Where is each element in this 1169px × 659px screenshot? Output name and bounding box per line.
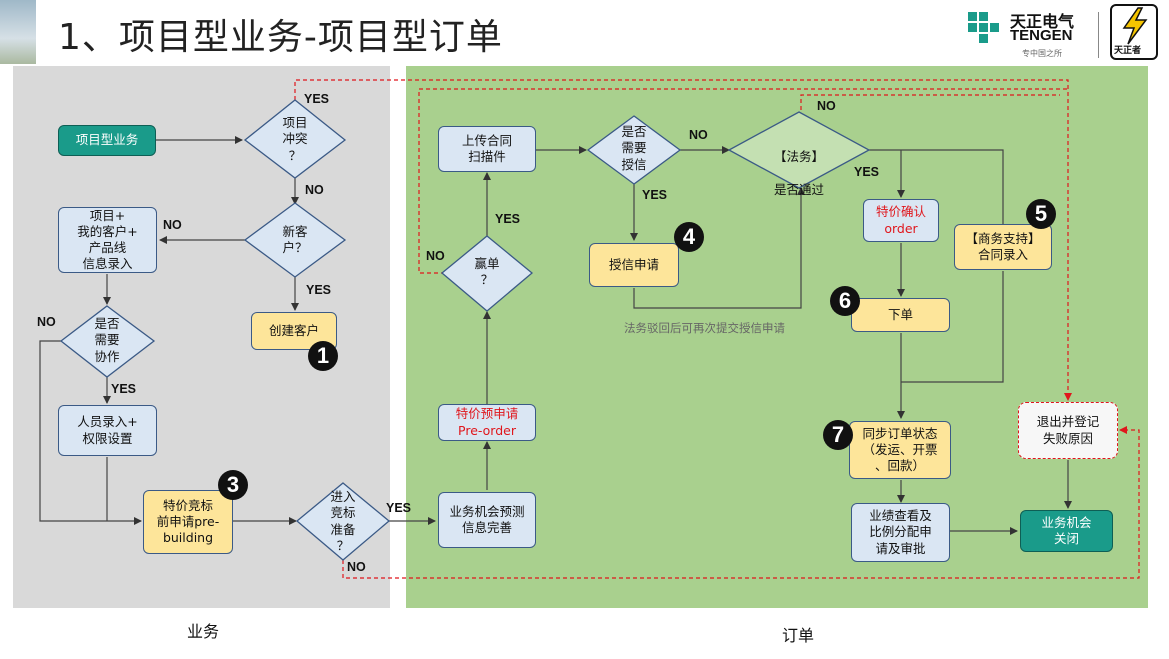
project-entry-node[interactable]: 项目+ 我的客户+ 产品线 信息录入 xyxy=(58,207,157,273)
header-thumbnail-image xyxy=(0,0,36,64)
legal-diamond-text: 【法务】 是否通过 xyxy=(749,133,849,214)
yes-label-conflict: YES xyxy=(304,92,330,106)
preorder-node[interactable]: 特价预申请 Pre-order xyxy=(438,404,536,441)
need-credit-diamond xyxy=(586,115,682,185)
performance-node[interactable]: 业绩查看及 比例分配申 请及审批 xyxy=(851,503,950,562)
yes-label-new-customer: YES xyxy=(306,283,332,297)
logo-divider xyxy=(1098,12,1099,58)
close-opportunity-node[interactable]: 业务机会 关闭 xyxy=(1020,510,1113,552)
logo-name-en: TENGEN xyxy=(1010,27,1073,44)
prebuild-line3: building xyxy=(162,530,214,546)
no-label-bid: NO xyxy=(347,560,366,574)
no-label-conflict: NO xyxy=(305,183,324,197)
credit-apply-node[interactable]: 授信申请 xyxy=(589,243,679,287)
prebuild-line2: 前申请pre- xyxy=(156,513,220,529)
exit-record-node[interactable]: 退出并登记 失败原因 xyxy=(1018,402,1118,459)
page-title: 1、项目型业务-项目型订单 xyxy=(58,17,503,58)
new-customer-diamond-text: 新客 户？ xyxy=(282,224,308,256)
need-collab-diamond xyxy=(59,305,156,378)
no-label-legal: NO xyxy=(817,99,836,113)
special-confirm-line2: order xyxy=(884,220,918,236)
preorder-line2: Pre-order xyxy=(458,422,516,438)
yes-label-bid: YES xyxy=(386,501,412,515)
upload-contract-node[interactable]: 上传合同 扫描件 xyxy=(438,126,536,172)
step-badge-7: 7 xyxy=(823,420,853,450)
need-credit-diamond-text: 是否 需要 授信 xyxy=(621,124,647,172)
legal-diamond-line1: 【法务】 xyxy=(773,149,824,165)
no-label-credit: NO xyxy=(689,128,708,142)
enter-bid-diamond xyxy=(295,482,391,561)
commerce-node[interactable]: 【商务支持】 合同录入 xyxy=(954,224,1052,270)
sync-status-node[interactable]: 同步订单状态 （发运、开票 、回款） xyxy=(849,421,951,479)
logo-slogan: 专中国之所 xyxy=(1022,49,1062,58)
step-badge-6: 6 xyxy=(830,286,860,316)
conflict-diamond-text: 项目 冲突 ？ xyxy=(282,115,308,163)
preorder-line1: 特价预申请 xyxy=(455,406,519,422)
start-node[interactable]: 项目型业务 xyxy=(58,125,156,156)
tengen-logo-icon xyxy=(968,12,999,43)
legal-diamond-line2: 是否通过 xyxy=(773,181,824,197)
commerce-line2: 合同录入 xyxy=(977,247,1028,262)
logo-name-cn: 天正电气 xyxy=(1010,14,1075,31)
conflict-diamond xyxy=(243,99,347,179)
step-badge-3: 3 xyxy=(218,470,248,500)
mascot-badge-text: 天正者 xyxy=(1114,46,1142,56)
section-label-order: 订单 xyxy=(782,626,815,645)
section-label-business: 业务 xyxy=(187,622,220,641)
no-label-new-customer: NO xyxy=(163,218,182,232)
prebuild-line1: 特价竞标 xyxy=(162,497,213,513)
mascot-badge: 天正者 xyxy=(1110,4,1158,60)
special-confirm-node[interactable]: 特价确认 order xyxy=(863,199,939,242)
yes-label-legal: YES xyxy=(854,165,880,179)
credit-resubmit-note: 法务驳回后可再次提交授信申请 xyxy=(624,321,785,335)
yes-label-credit: YES xyxy=(642,188,668,202)
new-customer-diamond xyxy=(243,202,347,278)
yes-label-collab: YES xyxy=(111,382,137,396)
lightning-icon xyxy=(1122,7,1148,45)
legal-diamond xyxy=(727,111,871,189)
no-label-collab: NO xyxy=(37,315,56,329)
win-diamond-text: 赢单 ？ xyxy=(474,256,500,288)
place-order-node[interactable]: 下单 xyxy=(851,298,950,332)
step-badge-4: 4 xyxy=(674,222,704,252)
commerce-line1: 【商务支持】 xyxy=(965,230,1041,246)
special-confirm-line1: 特价确认 xyxy=(875,204,926,220)
step-badge-5: 5 xyxy=(1026,199,1056,229)
win-diamond xyxy=(440,235,534,312)
yes-label-win: YES xyxy=(495,212,521,226)
need-collab-diamond-text: 是否 需要 协作 xyxy=(94,316,120,364)
step-badge-1: 1 xyxy=(308,341,338,371)
staff-entry-node[interactable]: 人员录入+ 权限设置 xyxy=(58,405,157,456)
no-label-win: NO xyxy=(426,249,445,263)
prebuild-node[interactable]: 特价竞标 前申请pre- building xyxy=(143,490,233,554)
enter-bid-diamond-text: 进入 竞标 准备 ？ xyxy=(330,489,356,553)
opportunity-node[interactable]: 业务机会预测 信息完善 xyxy=(438,492,536,548)
